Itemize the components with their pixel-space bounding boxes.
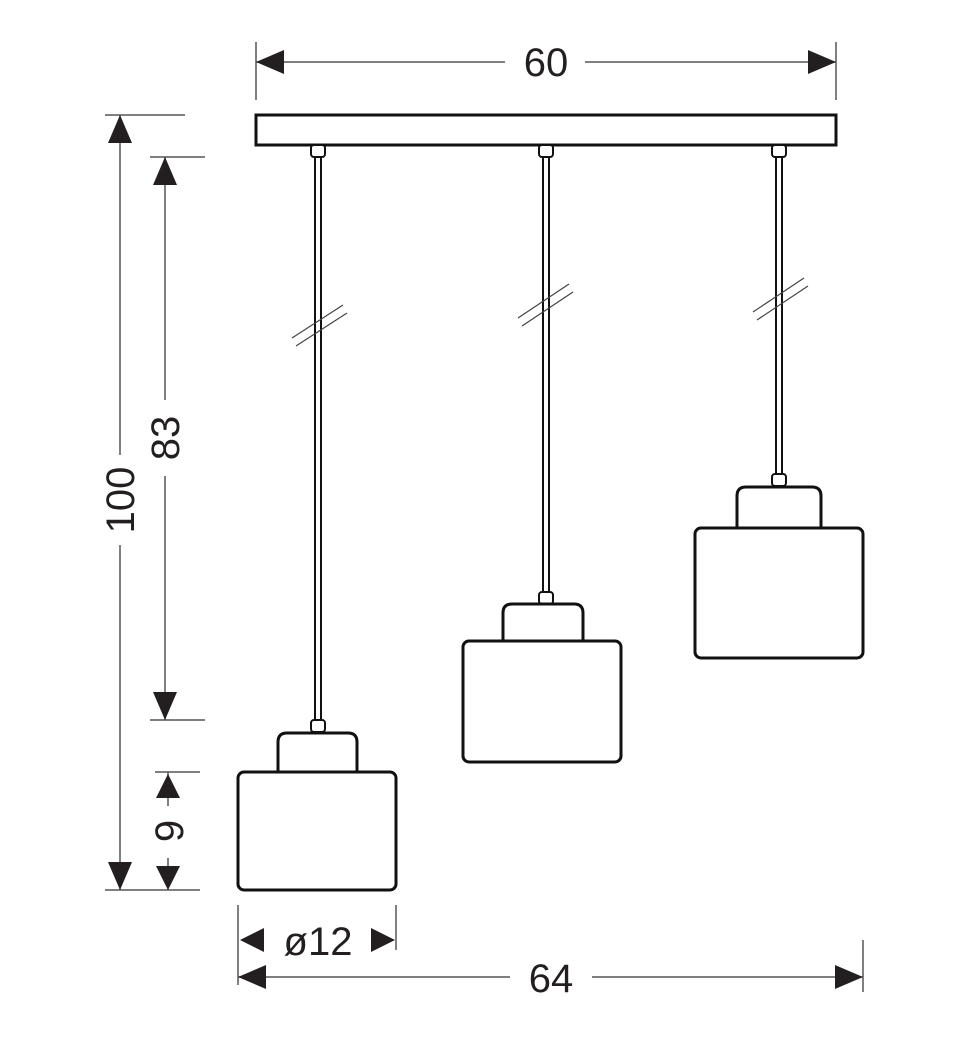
pendant-lamp-3: [693, 144, 865, 660]
total-width-label: 64: [529, 957, 574, 1001]
dimension-total-height: 100: [99, 114, 200, 891]
pendant-lamp-2: [461, 144, 623, 764]
cable-length-label: 83: [144, 416, 188, 461]
total-height-label: 100: [99, 467, 143, 534]
dimension-canopy-width: 60: [255, 41, 837, 100]
canopy-width-label: 60: [524, 41, 569, 85]
pendant-lamp-1: [236, 144, 398, 892]
shade-diameter-label: ø12: [284, 920, 353, 964]
shade-height-label: 9: [148, 820, 192, 842]
dimension-shade-height: 9: [148, 771, 200, 890]
dimension-shade-diameter: ø12: [237, 905, 397, 985]
dimension-total-width: 64: [238, 940, 864, 1001]
ceiling-canopy: [254, 113, 838, 147]
dimension-cable-length: 83: [144, 156, 205, 721]
